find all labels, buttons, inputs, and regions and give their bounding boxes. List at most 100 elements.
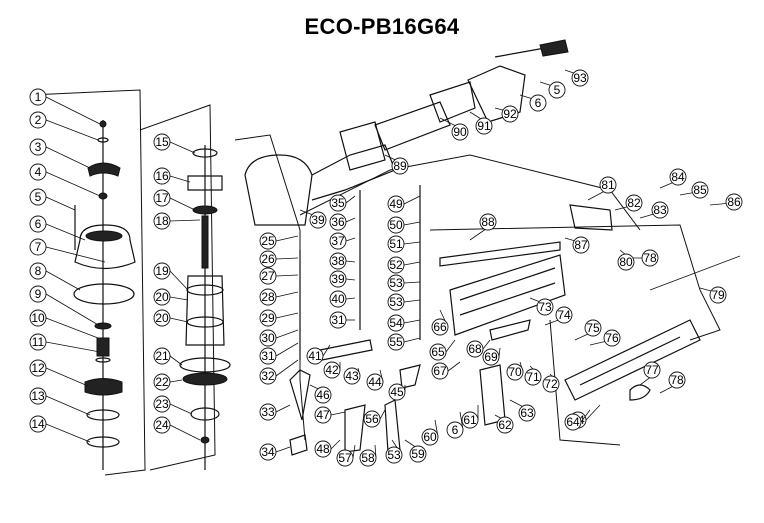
callout-circle <box>153 288 171 306</box>
callout-number: 32 <box>261 369 275 383</box>
callout-circle <box>446 421 464 439</box>
callout-12: 12 <box>29 359 89 387</box>
callout-number: 53 <box>389 276 403 290</box>
callout-6: 6 <box>29 215 86 241</box>
leader-line <box>345 217 356 223</box>
callout-circle <box>359 449 377 467</box>
leader-line <box>275 274 299 277</box>
callout-circle <box>329 290 347 308</box>
callout-number: 24 <box>155 418 169 432</box>
callout-40: 40 <box>329 290 356 308</box>
leader-line <box>275 446 291 453</box>
callout-number: 5 <box>35 190 42 204</box>
leader-line <box>403 299 421 303</box>
callout-circle <box>29 359 47 377</box>
callout-circle <box>259 443 277 461</box>
callout-circle <box>475 117 493 135</box>
callout-75: 75 <box>574 319 602 341</box>
callout-number: 56 <box>365 412 379 426</box>
callout-number: 71 <box>526 370 540 384</box>
callout-number: 93 <box>573 71 587 85</box>
callout-69: 69 <box>482 347 501 366</box>
callout-circle <box>641 249 659 267</box>
callout-number: 91 <box>477 119 491 133</box>
leader-line <box>445 339 456 353</box>
callout-circle <box>29 188 47 206</box>
callout-11: 11 <box>29 333 101 353</box>
callout-number: 5 <box>554 83 561 97</box>
callout-92: 92 <box>494 105 519 123</box>
callout-number: 21 <box>155 349 169 363</box>
callout-number: 38 <box>331 254 345 268</box>
callout-number: 76 <box>605 331 619 345</box>
callout-circle <box>259 403 277 421</box>
callout-number: 78 <box>643 251 657 265</box>
callout-number: 45 <box>390 385 404 399</box>
callout-circle <box>387 314 405 332</box>
leader-line <box>345 278 356 281</box>
leader-line <box>403 241 421 245</box>
callout-number: 27 <box>261 269 275 283</box>
callout-76: 76 <box>589 329 621 347</box>
callout-number: 66 <box>433 320 447 334</box>
callout-87: 87 <box>564 236 590 254</box>
callout-84: 84 <box>659 168 687 189</box>
callout-circle <box>314 386 332 404</box>
callout-38: 38 <box>329 252 356 270</box>
callout-13: 13 <box>29 387 91 416</box>
callout-circle <box>691 181 709 199</box>
callout-circle <box>29 238 47 256</box>
callout-65: 65 <box>429 339 456 361</box>
callout-number: 9 <box>35 287 42 301</box>
callout-93: 93 <box>564 69 589 87</box>
leader-line <box>169 270 189 291</box>
callout-circle <box>564 413 582 431</box>
callout-number: 18 <box>155 214 169 228</box>
callout-circle <box>29 262 47 280</box>
callout-number: 70 <box>508 365 522 379</box>
callout-number: 62 <box>498 418 512 432</box>
leader-line <box>447 361 461 372</box>
callout-number: 29 <box>261 311 275 325</box>
piston-column-parts <box>179 145 231 470</box>
callout-circle <box>259 232 277 250</box>
callout-number: 53 <box>387 448 401 462</box>
leader-line <box>169 141 196 154</box>
magazine-parts <box>439 241 741 426</box>
callout-circle <box>153 416 171 434</box>
callout-circle <box>366 373 384 391</box>
callout-52: 52 <box>387 256 421 274</box>
callout-83: 83 <box>639 201 669 219</box>
callout-62: 62 <box>494 414 514 434</box>
callout-3: 3 <box>29 138 91 169</box>
leader-line <box>45 96 101 125</box>
leader-line <box>322 344 331 357</box>
callout-29: 29 <box>259 309 299 327</box>
leader-line <box>45 341 101 353</box>
callout-number: 64 <box>566 415 580 429</box>
callout-4: 4 <box>29 163 101 197</box>
callout-number: 58 <box>361 451 375 465</box>
callout-number: 23 <box>155 397 169 411</box>
callout-54: 54 <box>387 314 421 332</box>
callout-number: 69 <box>484 350 498 364</box>
leader-line <box>45 317 99 339</box>
callout-56: 56 <box>363 409 386 428</box>
leader-line <box>585 404 601 421</box>
callout-24: 24 <box>153 416 201 441</box>
callout-number: 74 <box>557 308 571 322</box>
callout-circle <box>536 298 554 316</box>
callout-49: 49 <box>387 195 421 213</box>
callout-19: 19 <box>153 262 189 291</box>
leader-line <box>275 329 299 339</box>
callout-70: 70 <box>506 361 524 381</box>
left-column-parts <box>73 120 136 470</box>
callout-circle <box>29 163 47 181</box>
callout-number: 50 <box>389 218 403 232</box>
callout-67: 67 <box>431 361 461 380</box>
callout-circle <box>584 319 602 337</box>
callout-number: 89 <box>393 159 407 173</box>
callout-circle <box>153 167 171 185</box>
callout-68: 68 <box>466 339 491 358</box>
